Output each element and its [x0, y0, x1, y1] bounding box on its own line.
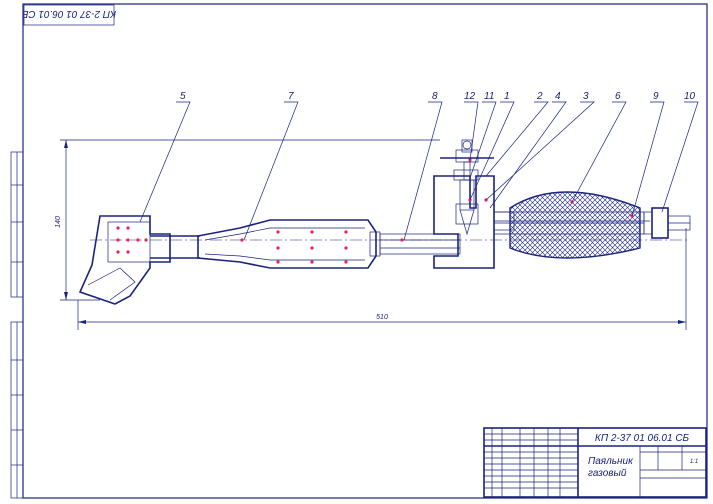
callout-numbers: 5 7 8 12 11 1 2 4 3 6 9 10	[180, 91, 696, 102]
part-7-mixing-chamber	[197, 219, 381, 269]
callout-5: 5	[180, 91, 186, 102]
callout-2: 2	[536, 91, 543, 102]
title-block-title-line1: Паяльник	[588, 456, 634, 467]
callout-12: 12	[464, 91, 476, 102]
callout-9: 9	[653, 91, 659, 102]
callout-1: 1	[504, 91, 510, 102]
callout-11: 11	[484, 91, 494, 102]
top-stamp-text: КП 2-37 01 06.01 СБ	[21, 8, 116, 19]
callout-8: 8	[432, 91, 438, 102]
part-10-hose-fitting	[643, 207, 691, 239]
callout-4: 4	[555, 91, 561, 102]
dimension-length: 510	[77, 228, 687, 330]
part-8-gas-tube	[379, 233, 461, 255]
title-block-scale: 1:1	[690, 459, 698, 465]
part-5-nozzle-head	[78, 215, 200, 305]
callout-10: 10	[684, 91, 696, 102]
dimension-length-label: 510	[376, 314, 388, 321]
callout-6: 6	[615, 91, 621, 102]
left-side-strip-upper	[10, 151, 24, 298]
part-12-handwheel	[440, 139, 494, 181]
callout-7: 7	[288, 91, 294, 102]
dimension-height: 140	[55, 139, 440, 301]
dimension-height-label: 140	[55, 216, 62, 228]
title-block-document-code: КП 2-37 01 06.01 СБ	[595, 433, 690, 444]
callout-leaders	[139, 101, 699, 241]
callout-3: 3	[583, 91, 589, 102]
top-stamp: КП 2-37 01 06.01 СБ	[21, 4, 116, 26]
title-block: КП 2-37 01 06.01 СБ Паяльник газовый 1:1	[483, 427, 707, 498]
part-6-handle	[493, 191, 645, 259]
left-side-strip-lower	[10, 321, 24, 499]
title-block-title-line2: газовый	[588, 468, 627, 479]
part-valve-body	[433, 169, 495, 269]
